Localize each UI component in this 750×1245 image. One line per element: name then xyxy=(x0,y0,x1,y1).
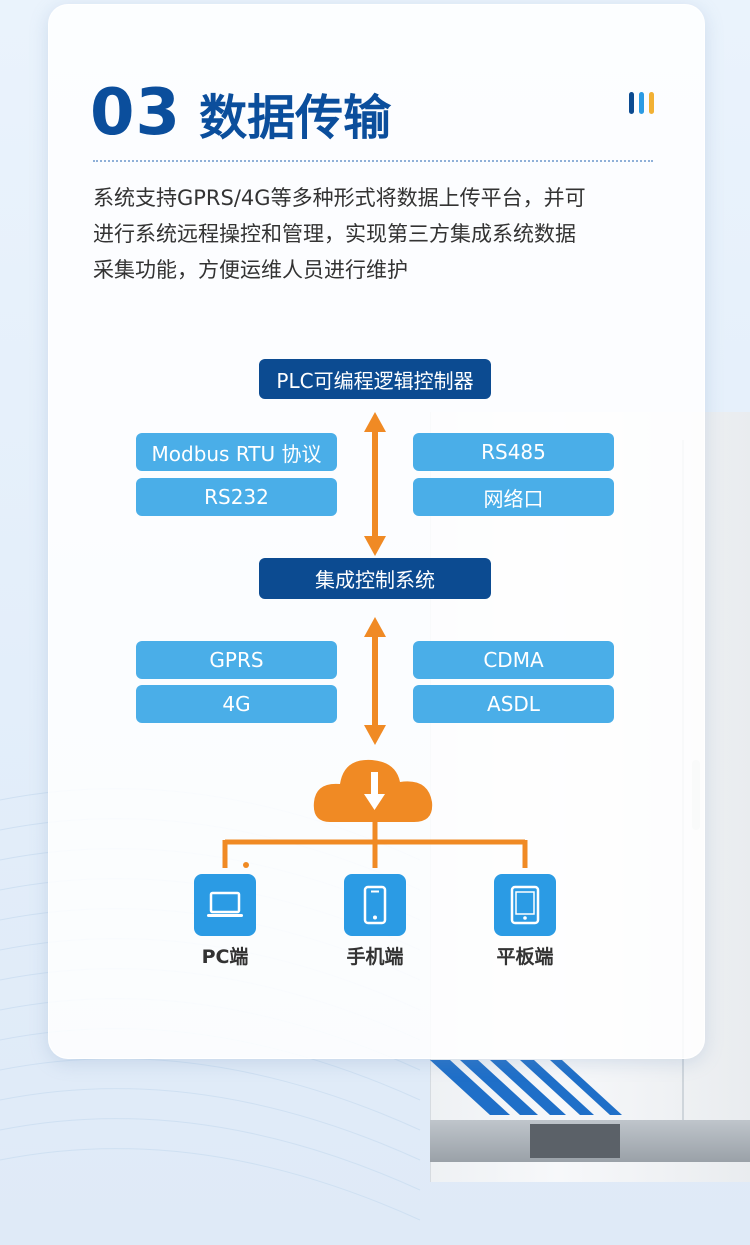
phone-terminal xyxy=(344,874,406,936)
tablet-terminal-label: 平板端 xyxy=(496,946,554,968)
section-heading: 数据传输 xyxy=(199,90,392,146)
plc-node: PLC可编程逻辑控制器 xyxy=(259,359,491,399)
network-cdma: CDMA xyxy=(413,641,614,679)
description-line: 系统支持GPRS/4G等多种形式将数据上传平台，并可 xyxy=(93,186,586,210)
protocol-rs232: RS232 xyxy=(136,478,337,516)
title-divider xyxy=(93,160,653,162)
section-title: 03 数据传输 xyxy=(90,76,391,150)
description-text: 系统支持GPRS/4G等多种形式将数据上传平台，并可 进行系统远程操控和管理，实… xyxy=(93,180,663,288)
protocol-modbus: Modbus RTU 协议 xyxy=(136,433,337,471)
protocol-rs485: RS485 xyxy=(413,433,614,471)
tablet-terminal xyxy=(494,874,556,936)
protocol-network-port: 网络口 xyxy=(413,478,614,516)
network-asdl: ASDL xyxy=(413,685,614,723)
laptop-icon xyxy=(207,891,243,917)
phone-icon xyxy=(363,885,387,925)
integrated-control-node: 集成控制系统 xyxy=(259,558,491,599)
description-line: 进行系统远程操控和管理，实现第三方集成系统数据 xyxy=(93,222,576,246)
bars-icon xyxy=(629,92,654,114)
network-4g: 4G xyxy=(136,685,337,723)
description-line: 采集功能，方便运维人员进行维护 xyxy=(93,258,408,282)
section-number: 03 xyxy=(90,76,182,150)
pc-terminal xyxy=(194,874,256,936)
tablet-icon xyxy=(510,885,540,925)
pc-terminal-label: PC端 xyxy=(201,946,249,968)
phone-terminal-label: 手机端 xyxy=(346,946,404,968)
cabinet-base-slot xyxy=(530,1124,620,1158)
network-gprs: GPRS xyxy=(136,641,337,679)
